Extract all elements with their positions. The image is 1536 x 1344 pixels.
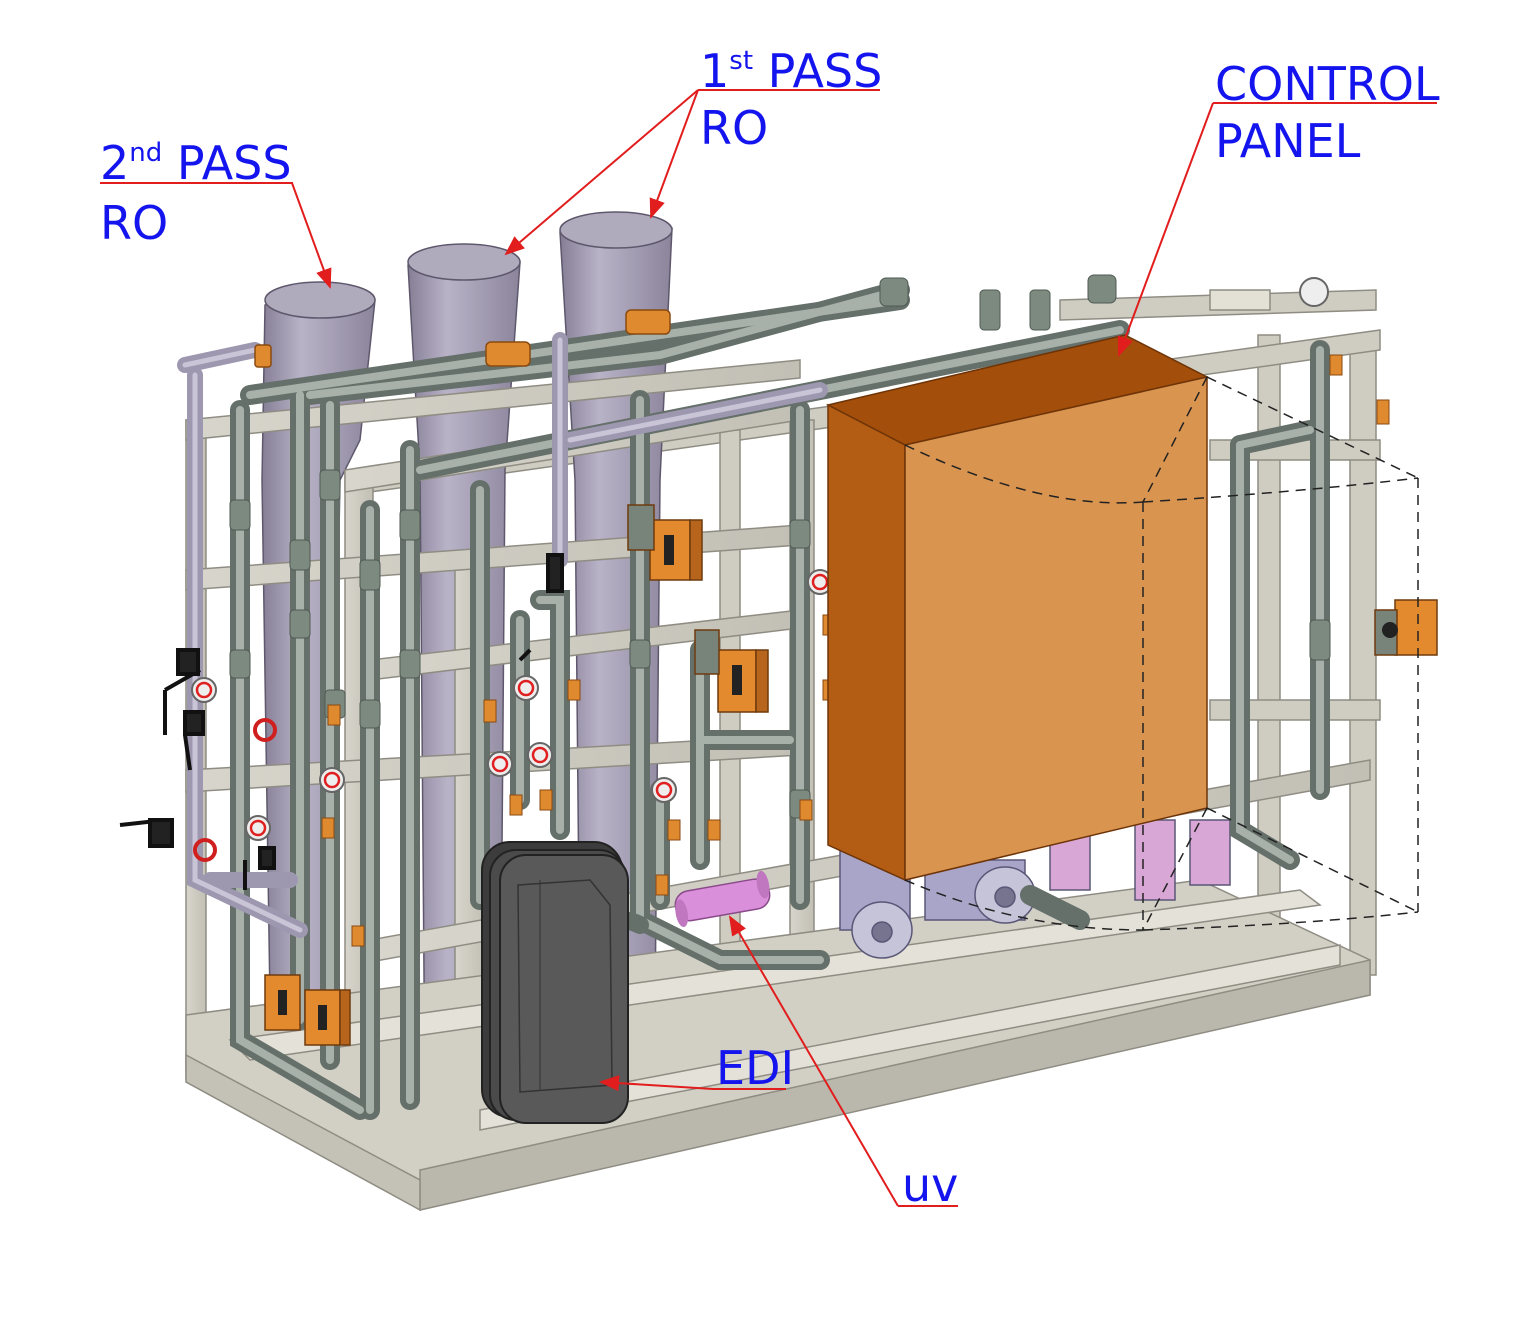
first-pass-suffix: st bbox=[729, 46, 754, 76]
pipework bbox=[177, 280, 1330, 1120]
label-first-pass-ro: 1st PASS bbox=[700, 48, 882, 94]
control-panel-enclosure bbox=[825, 334, 1210, 882]
label-control-panel-line2: PANEL bbox=[1215, 114, 1361, 168]
second-pass-underline bbox=[100, 182, 293, 184]
valve-actuators bbox=[264, 504, 1438, 1046]
first-pass-text: PASS bbox=[767, 44, 883, 98]
door-swing-outline bbox=[904, 376, 1419, 931]
fittings bbox=[119, 274, 1390, 947]
control-panel-underline bbox=[1213, 102, 1437, 104]
label-edi: EDI bbox=[716, 1041, 795, 1095]
second-pass-suffix: nd bbox=[129, 138, 163, 168]
edi-module bbox=[481, 841, 629, 1124]
edi-underline bbox=[713, 1088, 786, 1090]
second-pass-number: 2 bbox=[100, 136, 130, 190]
label-second-pass-ro: 2nd PASS bbox=[100, 140, 292, 186]
uv-underline bbox=[898, 1205, 958, 1207]
label-second-pass-ro-line2: RO bbox=[100, 196, 169, 250]
label-control-panel-line1: CONTROL bbox=[1215, 57, 1440, 111]
first-pass-underline bbox=[698, 89, 880, 91]
label-uv: uv bbox=[902, 1158, 959, 1212]
uv-unit bbox=[674, 870, 771, 928]
first-pass-number: 1 bbox=[700, 44, 730, 98]
leader-lines bbox=[291, 89, 1214, 1207]
label-first-pass-ro-line2: RO bbox=[700, 101, 769, 155]
second-pass-text: PASS bbox=[176, 136, 292, 190]
